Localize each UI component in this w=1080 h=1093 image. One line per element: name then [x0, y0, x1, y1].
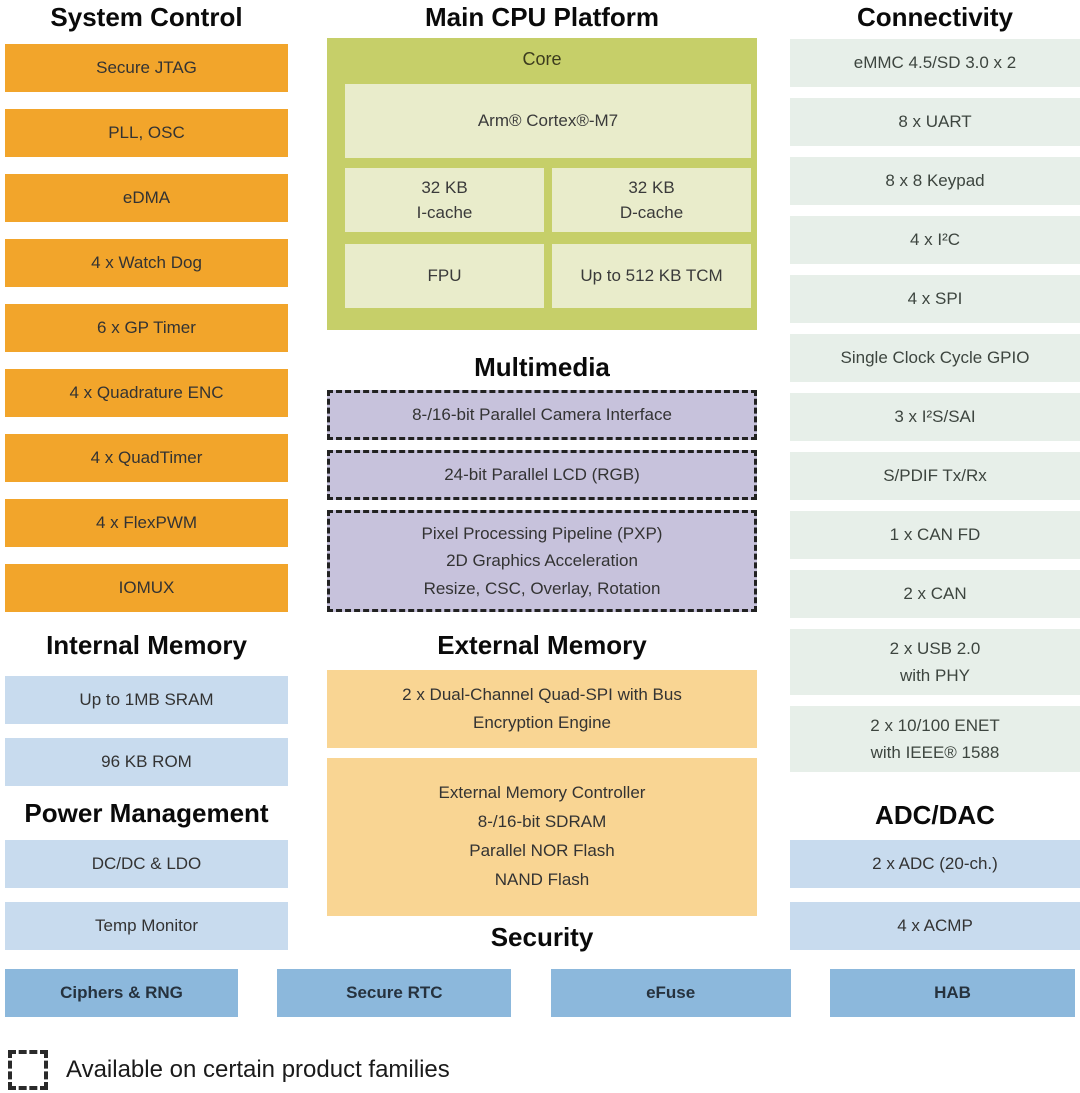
cpu-fpu-row: FPU Up to 512 KB TCM	[345, 244, 751, 308]
adc-dac-group: 2 x ADC (20-ch.) 4 x ACMP	[790, 840, 1080, 950]
internal-memory-heading: Internal Memory	[46, 630, 247, 660]
pxp-block: Pixel Processing Pipeline (PXP) 2D Graph…	[327, 510, 757, 612]
icache-cell: 32 KB I-cache	[345, 168, 544, 232]
dashed-box-legend-icon	[8, 1050, 48, 1090]
uart-block: 8 x UART	[790, 98, 1080, 146]
power-management-group: DC/DC & LDO Temp Monitor	[5, 840, 288, 950]
hab-block: HAB	[829, 969, 1075, 1017]
secure-rtc-block: Secure RTC	[277, 969, 512, 1017]
dcdc-ldo-block: DC/DC & LDO	[5, 840, 288, 888]
power-management-heading: Power Management	[24, 798, 269, 828]
cpu-arm-row: Arm® Cortex®-M7	[345, 84, 751, 158]
parallel-lcd-block: 24-bit Parallel LCD (RGB)	[327, 450, 757, 500]
spdif-block: S/PDIF Tx/Rx	[790, 452, 1080, 500]
left-column: System Control Secure JTAG PLL, OSC eDMA…	[5, 0, 288, 1093]
quad-spi-block: 2 x Dual-Channel Quad-SPI with Bus Encry…	[327, 670, 757, 748]
enet-block: 2 x 10/100 ENET with IEEE® 1588	[790, 706, 1080, 772]
security-heading: Security	[490, 922, 594, 952]
fpu-cell: FPU	[345, 244, 544, 308]
can-fd-block: 1 x CAN FD	[790, 511, 1080, 559]
tcm-cell: Up to 512 KB TCM	[552, 244, 751, 308]
iomux-block: IOMUX	[5, 564, 288, 612]
quadrature-enc-block: 4 x Quadrature ENC	[5, 369, 288, 417]
flexpwm-block: 4 x FlexPWM	[5, 499, 288, 547]
rom-block: 96 KB ROM	[5, 738, 288, 786]
quadtimer-block: 4 x QuadTimer	[5, 434, 288, 482]
middle-column: Main CPU Platform Core Arm® Cortex®-M7 3…	[327, 0, 757, 1093]
connectivity-heading: Connectivity	[856, 2, 1014, 32]
ciphers-rng-block: Ciphers & RNG	[5, 969, 238, 1017]
camera-interface-block: 8-/16-bit Parallel Camera Interface	[327, 390, 757, 440]
gp-timer-block: 6 x GP Timer	[5, 304, 288, 352]
i2c-block: 4 x I²C	[790, 216, 1080, 264]
arm-cortex-m7-cell: Arm® Cortex®-M7	[345, 84, 751, 158]
usb-block: 2 x USB 2.0 with PHY	[790, 629, 1080, 695]
adc-dac-heading: ADC/DAC	[875, 800, 995, 830]
watchdog-block: 4 x Watch Dog	[5, 239, 288, 287]
legend-text: Available on certain product families	[66, 1056, 450, 1083]
internal-memory-group: Up to 1MB SRAM 96 KB ROM	[5, 676, 288, 786]
external-memory-controller-block: External Memory Controller 8-/16-bit SDR…	[327, 758, 757, 916]
security-group: Ciphers & RNG Secure RTC eFuse HAB	[5, 969, 1075, 1017]
system-control-heading: System Control	[50, 2, 243, 32]
emmc-sd-block: eMMC 4.5/SD 3.0 x 2	[790, 39, 1080, 87]
spi-block: 4 x SPI	[790, 275, 1080, 323]
edma-block: eDMA	[5, 174, 288, 222]
gpio-block: Single Clock Cycle GPIO	[790, 334, 1080, 382]
sram-block: Up to 1MB SRAM	[5, 676, 288, 724]
cpu-core-container: Core Arm® Cortex®-M7 32 KB I-cache 32 KB…	[327, 38, 757, 330]
dcache-cell: 32 KB D-cache	[552, 168, 751, 232]
temp-monitor-block: Temp Monitor	[5, 902, 288, 950]
multimedia-heading: Multimedia	[474, 352, 610, 382]
acmp-block: 4 x ACMP	[790, 902, 1080, 950]
multimedia-group: 8-/16-bit Parallel Camera Interface 24-b…	[327, 390, 757, 612]
secure-jtag-block: Secure JTAG	[5, 44, 288, 92]
connectivity-group: eMMC 4.5/SD 3.0 x 2 8 x UART 8 x 8 Keypa…	[790, 39, 1080, 772]
efuse-block: eFuse	[550, 969, 791, 1017]
right-column: Connectivity eMMC 4.5/SD 3.0 x 2 8 x UAR…	[790, 0, 1080, 1093]
keypad-block: 8 x 8 Keypad	[790, 157, 1080, 205]
pll-osc-block: PLL, OSC	[5, 109, 288, 157]
adc-block: 2 x ADC (20-ch.)	[790, 840, 1080, 888]
external-memory-heading: External Memory	[437, 630, 647, 660]
can-block: 2 x CAN	[790, 570, 1080, 618]
main-cpu-platform-heading: Main CPU Platform	[424, 2, 660, 32]
core-label: Core	[522, 49, 562, 69]
cpu-cache-row: 32 KB I-cache 32 KB D-cache	[345, 168, 751, 232]
i2s-sai-block: 3 x I²S/SAI	[790, 393, 1080, 441]
system-control-group: Secure JTAG PLL, OSC eDMA 4 x Watch Dog …	[5, 44, 288, 612]
